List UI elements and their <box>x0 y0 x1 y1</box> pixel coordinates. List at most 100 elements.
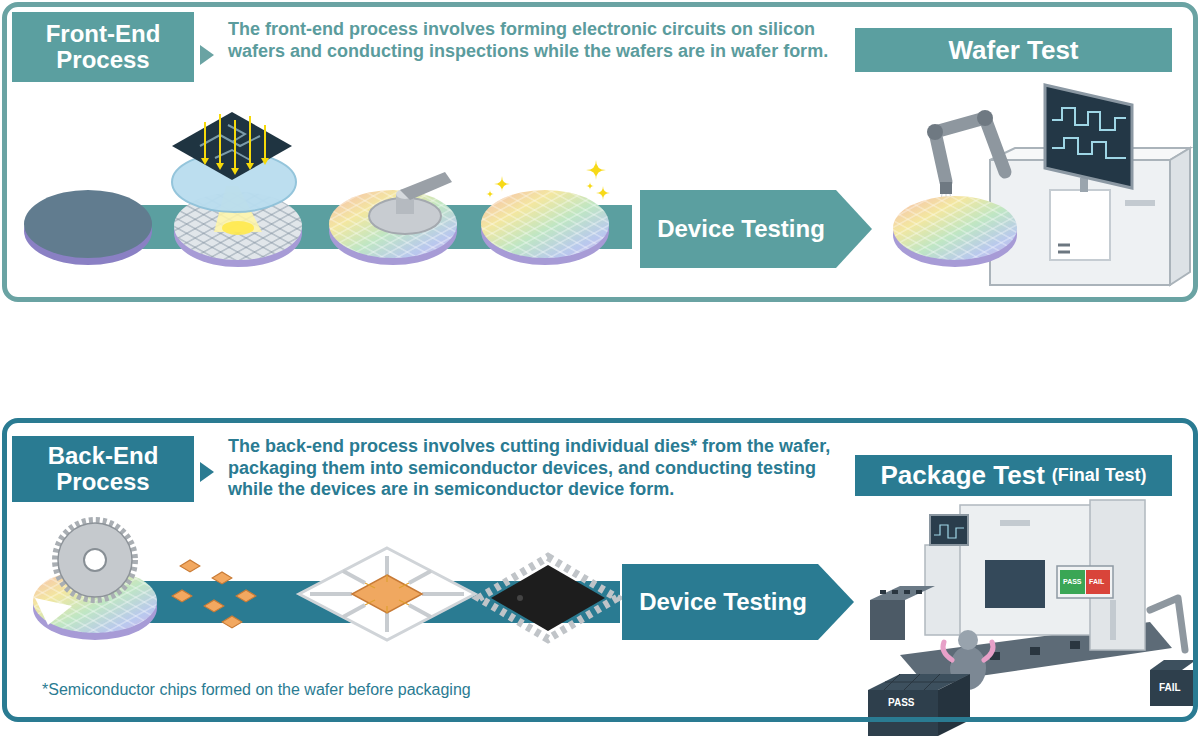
lithography-wafer <box>246 163 254 170</box>
dicing-wafer <box>33 520 157 640</box>
lithography-wafer <box>249 116 251 165</box>
test-handler <box>884 674 900 690</box>
lithography-wafer <box>216 163 224 170</box>
process-panel: Front-End ProcessDevice Testing Wafer Tes… <box>2 2 1198 302</box>
lead-frame <box>399 600 409 605</box>
wafer-prober <box>977 110 993 126</box>
lead-frame <box>365 600 375 605</box>
test-handler <box>1030 647 1040 655</box>
arrow-label: Device Testing <box>657 216 825 242</box>
dicing-wafer <box>84 549 106 571</box>
finished-wafer <box>586 182 594 190</box>
test-handler <box>1110 600 1116 640</box>
arrow-shape <box>640 190 872 268</box>
lithography-wafer <box>172 112 302 267</box>
lead-frame <box>299 548 475 640</box>
arrow-shape <box>622 564 854 640</box>
box-label: Wafer Test <box>948 36 1078 65</box>
finished-wafer <box>481 190 609 258</box>
die <box>236 590 256 602</box>
test-handler <box>1070 641 1080 649</box>
test-handler <box>934 525 964 538</box>
dicing-wafer <box>55 520 135 600</box>
lithography-wafer <box>234 120 236 170</box>
lead-frame <box>399 583 409 588</box>
test-handler <box>1150 598 1185 650</box>
lead-frame <box>365 583 375 588</box>
test-handler <box>1150 660 1196 670</box>
lead-frame <box>386 606 387 613</box>
ic-package <box>479 557 617 639</box>
lead-frame <box>343 571 365 583</box>
test-handler <box>985 560 1045 608</box>
test-handler <box>984 642 993 660</box>
lithography-wafer <box>205 114 265 170</box>
lithography-wafer <box>219 114 221 165</box>
finished-wafer <box>486 160 610 200</box>
dicing-wafer <box>35 598 72 625</box>
lead-frame <box>385 613 389 632</box>
lithography-wafer <box>231 168 239 175</box>
ic-package <box>491 565 605 631</box>
test-handler <box>892 590 898 594</box>
die <box>180 560 200 572</box>
test-handler <box>1060 570 1085 594</box>
lead-frame <box>409 571 431 583</box>
wafer-prober <box>990 160 1170 285</box>
die <box>212 572 232 584</box>
test-handler <box>1057 566 1113 598</box>
lead-frame <box>385 556 389 575</box>
pointer-triangle <box>200 45 214 65</box>
lithography-wafer <box>228 125 245 142</box>
dicing-wafer <box>58 523 132 597</box>
lithography-wafer <box>204 122 206 160</box>
lithography-wafer <box>172 112 292 180</box>
test-handler <box>1150 670 1194 706</box>
box-label: Package Test <box>881 461 1045 490</box>
ic-package <box>479 557 617 639</box>
lithography-wafer <box>261 158 269 165</box>
ic-package <box>517 595 523 601</box>
wafer-prober <box>935 118 1005 182</box>
wafer-prober <box>1045 85 1132 188</box>
lead-frame <box>310 556 464 632</box>
test-handler <box>916 590 922 594</box>
wafer-prober <box>893 196 1017 260</box>
box-label: Back-End Process <box>22 443 184 496</box>
test-handler <box>943 642 952 660</box>
bin-label: PASS <box>888 697 915 708</box>
blank-wafer <box>24 190 152 258</box>
finished-wafer <box>481 160 610 265</box>
lead-frame <box>422 592 464 596</box>
stage-header: Front-End Process <box>12 12 194 82</box>
wafer-prober <box>1058 251 1070 254</box>
blank-wafer <box>24 190 152 265</box>
finished-wafer <box>481 190 609 258</box>
lead-frame <box>299 548 475 640</box>
test-handler <box>880 590 886 594</box>
test-handler <box>958 630 978 650</box>
wafer-prober <box>1080 178 1088 192</box>
test-handler <box>938 674 970 736</box>
wafer-prober <box>1050 190 1110 260</box>
wafer-prober <box>893 196 1017 260</box>
wafer-prober <box>927 124 943 140</box>
stage-header: Back-End Process <box>12 436 194 502</box>
lead-frame <box>365 575 409 613</box>
lead-frame <box>352 575 422 613</box>
die <box>172 560 256 628</box>
process-description: The back-end process involves cutting in… <box>228 436 840 501</box>
test-stage-box: Wafer Test <box>855 28 1172 72</box>
lithography-wafer <box>222 221 254 235</box>
process-description: The front-end process involves forming e… <box>228 19 840 62</box>
polishing-wafer <box>329 190 457 258</box>
test-handler <box>930 515 968 545</box>
die <box>172 590 192 602</box>
wafer-prober <box>1125 200 1155 206</box>
pointer-triangle <box>200 462 214 482</box>
polishing-wafer <box>400 172 452 200</box>
wafer-prober <box>893 85 1190 285</box>
test-handler <box>870 586 935 600</box>
die <box>204 600 224 612</box>
polishing-wafer <box>329 172 457 265</box>
